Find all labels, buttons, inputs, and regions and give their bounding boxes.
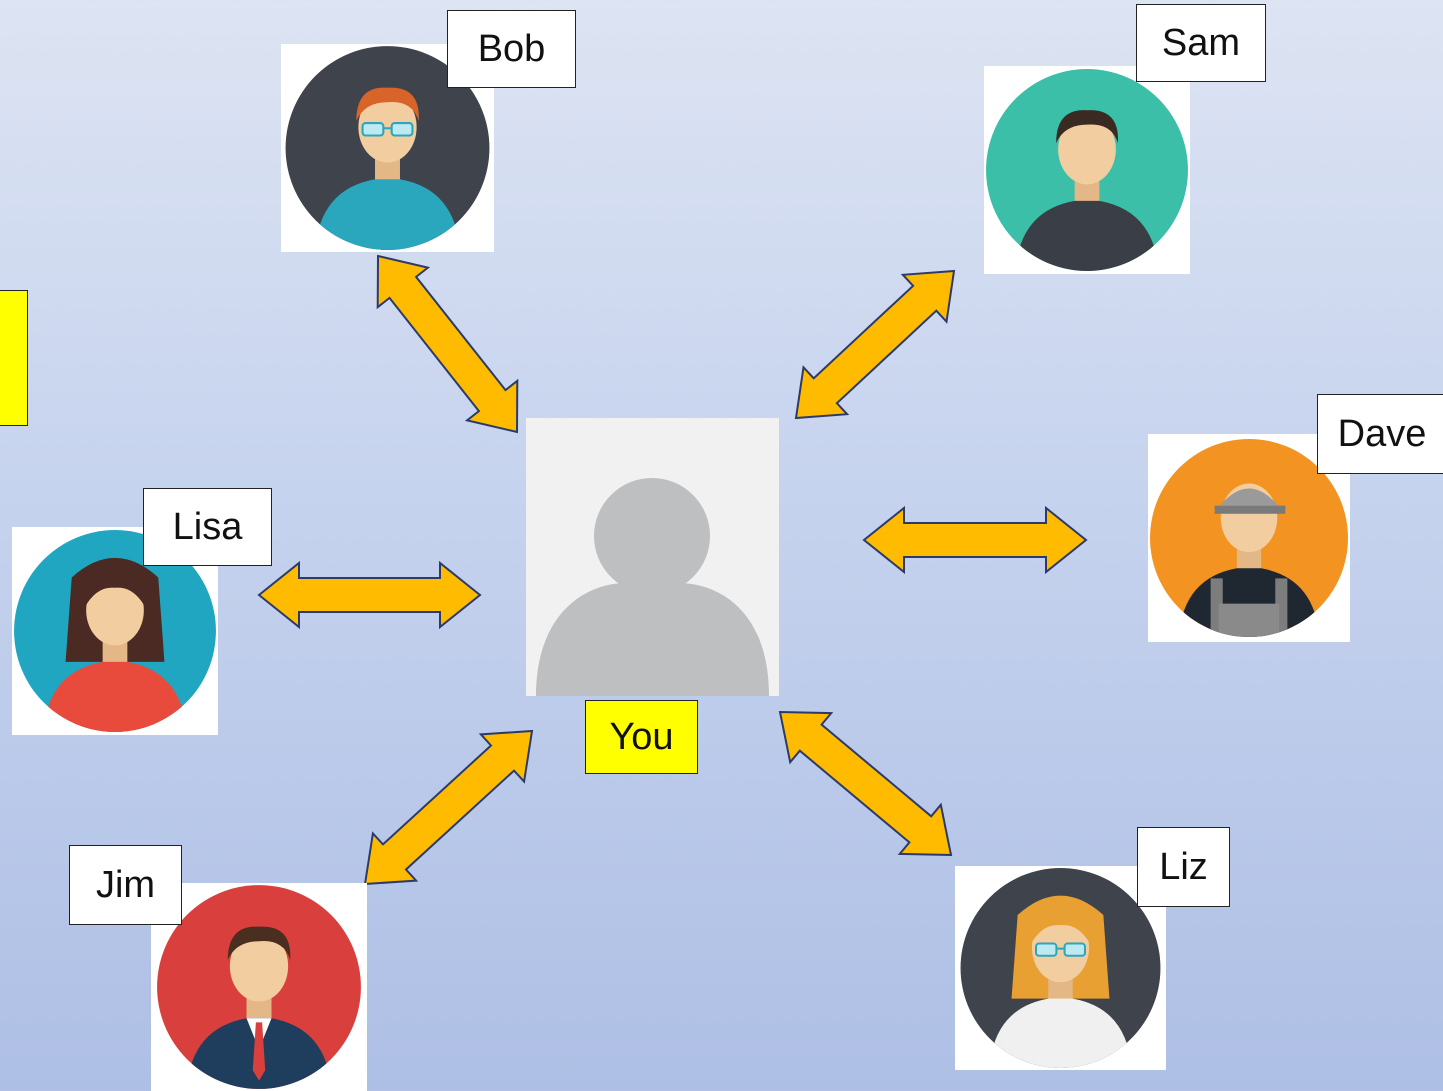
arrow-liz (778, 710, 953, 857)
sam-avatar (984, 66, 1190, 274)
man-icon (285, 46, 490, 250)
sam-label: Sam (1136, 4, 1266, 82)
worker-icon (1150, 439, 1348, 637)
jim-avatar (151, 883, 367, 1091)
highlight-box (0, 290, 28, 426)
liz-avatar (955, 866, 1166, 1070)
you-label: You (585, 700, 698, 774)
arrow-dave (862, 505, 1088, 575)
liz-label: Liz (1137, 827, 1230, 907)
bob-label: Bob (447, 10, 576, 88)
arrow-jim (363, 729, 534, 886)
woman-glasses-icon (960, 868, 1161, 1068)
businessman-icon (157, 885, 361, 1089)
woman-icon (14, 530, 216, 732)
man-icon (986, 69, 1188, 271)
dave-label: Dave (1317, 394, 1443, 474)
bob-avatar (281, 44, 494, 252)
placeholder-avatar-icon (526, 418, 779, 696)
lisa-label: Lisa (143, 488, 272, 566)
jim-label: Jim (69, 845, 182, 925)
lisa-avatar (12, 527, 218, 735)
arrow-lisa (257, 560, 482, 630)
arrow-bob (376, 254, 519, 434)
arrow-sam (794, 269, 956, 420)
you-avatar (526, 418, 779, 696)
dave-avatar (1148, 434, 1350, 642)
